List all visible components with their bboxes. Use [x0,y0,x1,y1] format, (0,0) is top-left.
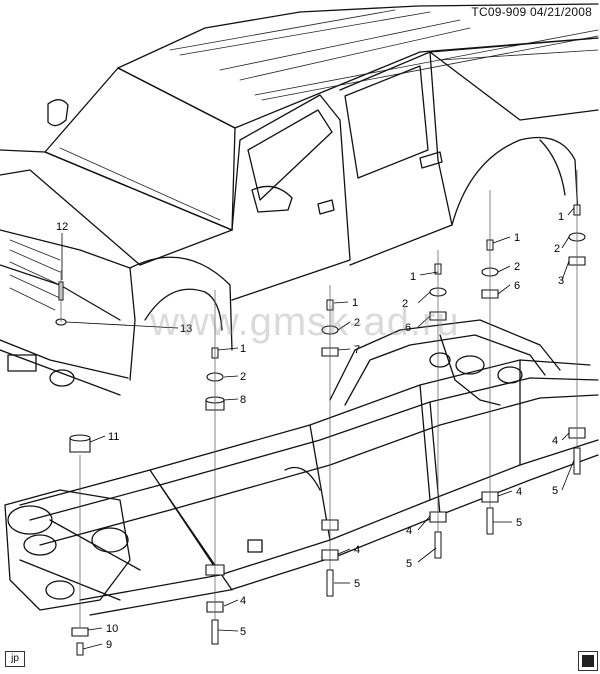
vehicle-body-outline [0,3,599,396]
callout-11: 11 [108,431,119,443]
callout-leaders [61,207,575,650]
callout-2: 2 [402,298,408,310]
callout-1: 1 [514,232,520,244]
callout-4: 4 [240,595,246,607]
callout-2: 2 [554,243,560,255]
diagram-date: 04/21/2008 [529,5,592,19]
alignment-lines [60,170,578,628]
callout-7: 7 [354,344,360,356]
watermark: www.gmsk-ad.ru [150,300,460,344]
callout-1: 1 [410,271,416,283]
callout-10: 10 [106,623,118,635]
callout-4: 4 [354,544,360,556]
callout-2: 2 [240,371,246,383]
callout-4: 4 [552,435,558,447]
callout-1: 1 [240,343,246,355]
diagram-id: TC09-909 [471,5,527,19]
callout-8: 8 [240,394,246,406]
callout-5: 5 [240,626,246,638]
callout-2: 2 [514,261,520,273]
callout-9: 9 [106,639,112,651]
callout-6: 6 [514,280,520,292]
callout-5: 5 [552,485,558,497]
callout-13: 13 [180,323,192,335]
callout-6: 6 [405,322,411,334]
callout-1: 1 [352,297,358,309]
callout-5: 5 [516,517,522,529]
callout-5: 5 [406,558,412,570]
document-icon [578,651,598,671]
vehicle-frame [4,319,599,616]
callout-4: 4 [516,486,522,498]
callout-12: 12 [56,221,68,233]
mount-parts [55,204,586,656]
callout-2: 2 [354,317,360,329]
callout-5: 5 [354,578,360,590]
corner-tag: jp [5,651,25,667]
diagram-header: TC09-909 04/21/2008 [471,5,592,19]
callout-3: 3 [558,275,564,287]
callout-labels: 1 1 1 1 1 2 2 2 2 2 3 4 4 4 4 4 5 5 5 5 … [56,211,564,651]
callout-4: 4 [406,525,412,537]
callout-1: 1 [558,211,564,223]
